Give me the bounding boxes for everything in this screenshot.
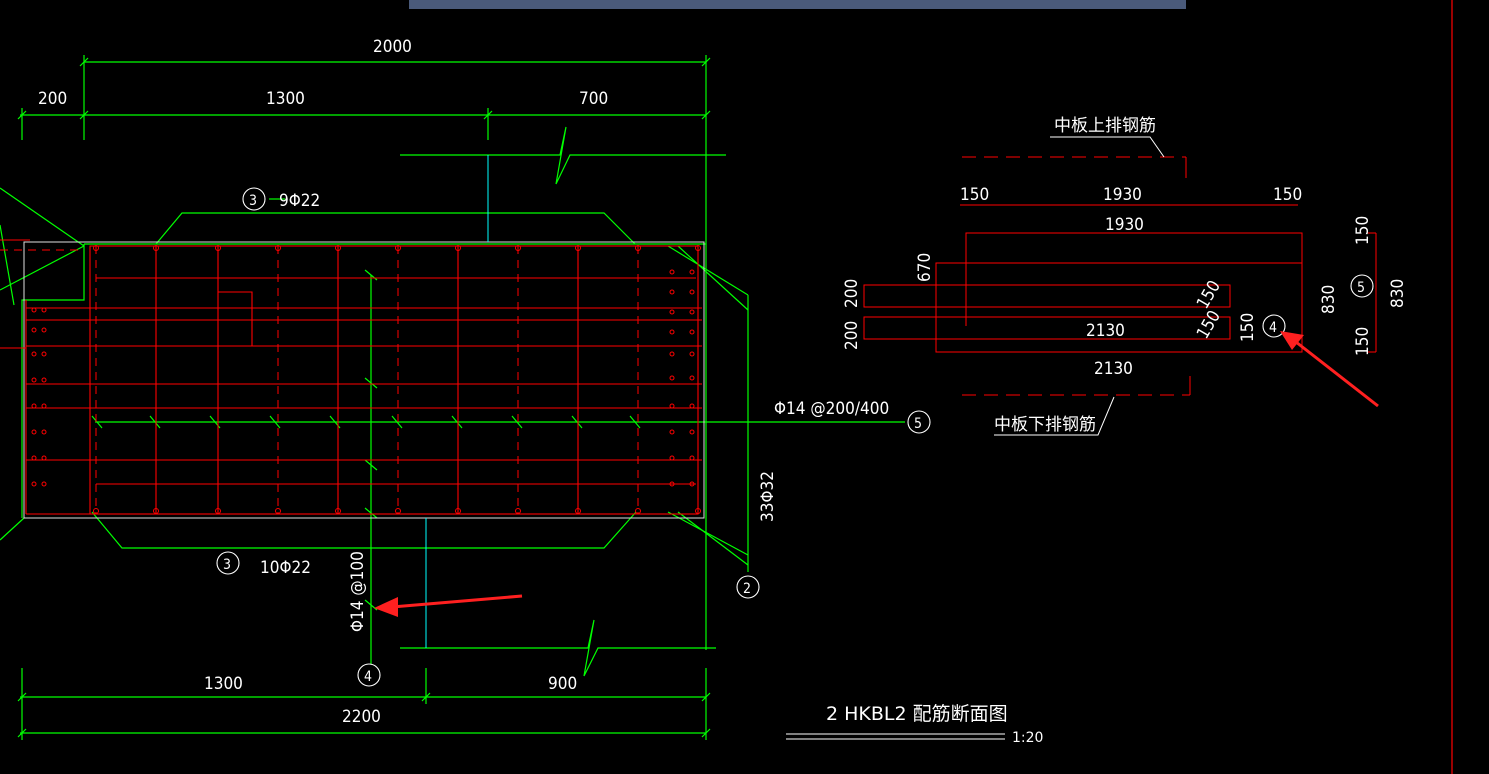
dim-bottom-right: 900: [548, 674, 577, 694]
detail-dim-2130a: 2130: [1086, 321, 1125, 341]
label-top-bars: 9Φ22: [279, 191, 320, 211]
label-stirrup-num: 5: [914, 416, 922, 432]
annotation-arrow-1: [374, 594, 523, 617]
detail-dim-150a: 150: [960, 185, 989, 205]
dim-bottom-left: 1300: [204, 674, 243, 694]
label-side-bars-num: 2: [743, 581, 751, 597]
label-side-bars: 33Φ32: [758, 471, 778, 522]
callout-circle-detail5: [1350, 274, 1374, 298]
detail-dim-150d: 150: [1193, 307, 1225, 342]
label-bottom-bars-num: 3: [223, 557, 231, 573]
detail-dim-200a: 200: [842, 279, 862, 308]
drawing-title: 2 HKBL2 配筋断面图: [826, 703, 1008, 725]
callout-circle-stirrup: [907, 410, 931, 434]
dim-bottom-total: 2200: [342, 707, 381, 727]
detail-dim-150g: 150: [1353, 327, 1373, 356]
callout-circle-detail4: [1262, 314, 1286, 338]
label-tie-num: 4: [364, 669, 372, 685]
detail-dim-2130b: 2130: [1094, 359, 1133, 379]
detail-dim-200b: 200: [842, 321, 862, 350]
drawing-scale: 1:20: [1012, 730, 1043, 746]
rebar-dashed: [0, 246, 639, 514]
detail-dim-1930a: 1930: [1103, 185, 1142, 205]
dim-top-mid: 1300: [266, 89, 305, 109]
detail-dim-830b: 830: [1388, 279, 1408, 308]
callout-circle-bottom: [216, 551, 240, 575]
callout-circle-side: [736, 575, 760, 599]
callout-circle-top: [242, 187, 266, 211]
detail-circle4-label: 4: [1269, 320, 1277, 336]
dim-top-left: 200: [38, 89, 67, 109]
callout-circles: [216, 187, 1374, 687]
label-bottom-bars: 10Φ22: [260, 558, 311, 578]
detail-dim-150e: 150: [1238, 313, 1258, 342]
axis-lines: [425, 155, 489, 648]
label-top-bars-num: 3: [249, 193, 257, 209]
rebar-dots: [31, 245, 701, 514]
top-bar: [409, 0, 1186, 9]
detail-top-caption: 中板上排钢筋: [1054, 116, 1156, 136]
detail-dim-830a: 830: [1319, 285, 1339, 314]
callout-circle-tie: [357, 663, 381, 687]
rebar-cage: [0, 239, 702, 515]
section-outline: [23, 241, 705, 519]
label-stirrup: Φ14 @200/400: [774, 399, 889, 419]
label-tie: Φ14 @100: [348, 551, 368, 632]
detail-bottom-caption: 中板下排钢筋: [994, 415, 1096, 435]
detail-circle5-label: 5: [1357, 280, 1365, 296]
detail-dim-150f: 150: [1353, 216, 1373, 245]
dim-top-right: 700: [579, 89, 608, 109]
dim-top-total: 2000: [373, 37, 412, 57]
detail-leaders: [994, 136, 1165, 436]
detail-lines: [863, 156, 1377, 396]
detail-dim-1930b: 1930: [1105, 215, 1144, 235]
dimension-lines: [0, 55, 905, 740]
annotation-arrow-2: [1280, 331, 1379, 408]
detail-dim-670: 670: [915, 253, 935, 282]
detail-dim-150b: 150: [1273, 185, 1302, 205]
